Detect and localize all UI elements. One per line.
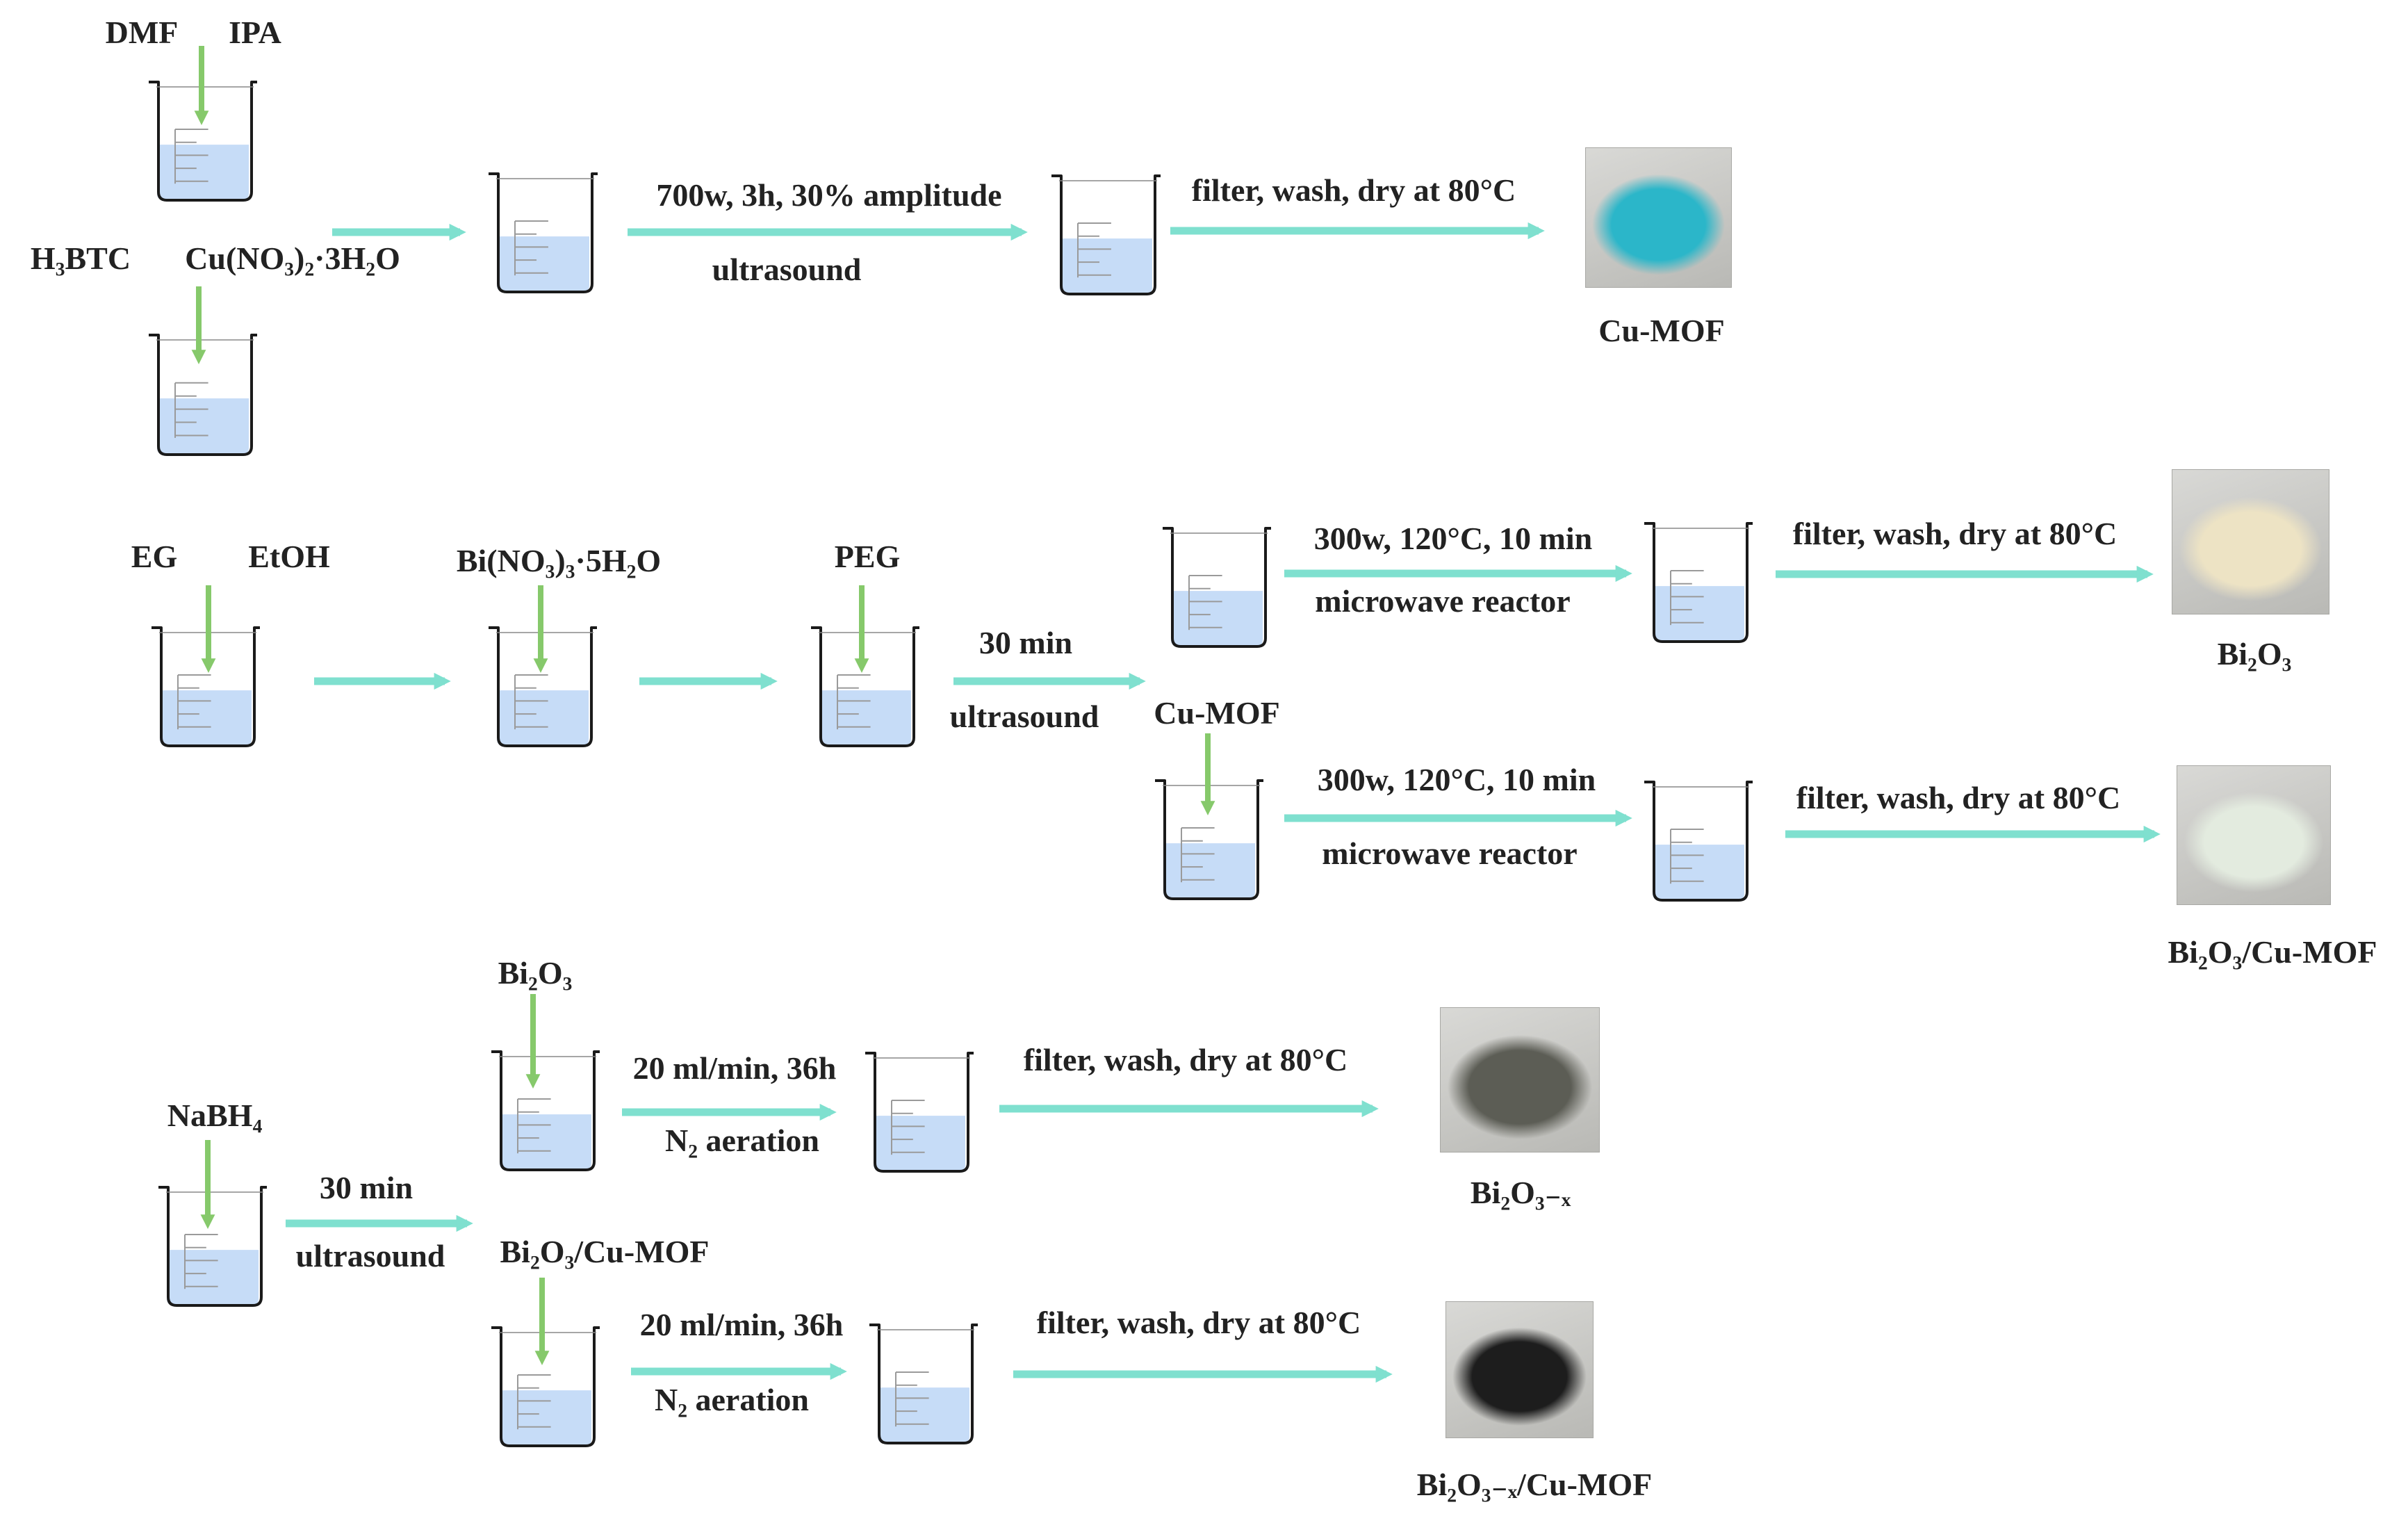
- beaker-liquid: [874, 1116, 965, 1171]
- label-row1-filter: filter, wash, dry at 80°C: [1191, 172, 1516, 208]
- beaker-h3btc-cu: [149, 334, 257, 456]
- label-ipa: IPA: [229, 15, 281, 50]
- label-row2b-filter: filter, wash, dry at 80°C: [1796, 780, 2121, 815]
- label-eg: EG: [131, 539, 178, 574]
- beaker-outline: [1163, 527, 1271, 648]
- beaker-row3b-end: [869, 1324, 978, 1444]
- beaker-row1-mix: [489, 172, 598, 293]
- beaker-outline: [1155, 779, 1263, 900]
- label-row2a-filter: filter, wash, dry at 80°C: [1792, 516, 2118, 551]
- beaker-row2b-start: [1155, 779, 1263, 900]
- label-row3b-filter: filter, wash, dry at 80°C: [1036, 1305, 1361, 1340]
- label-row2b-method: microwave reactor: [1322, 836, 1578, 871]
- beaker-outline: [489, 626, 597, 747]
- beaker-liquid: [1163, 843, 1255, 899]
- beaker-outline: [869, 1324, 978, 1444]
- label-row3a-condition: 20 ml/min, 36h: [632, 1050, 837, 1086]
- beaker-outline: [149, 334, 257, 456]
- beaker-dmf-ipa: [149, 81, 257, 202]
- beaker-liquid: [497, 236, 589, 292]
- beaker-row2a-end: [1644, 522, 1753, 643]
- label-cu-nitrate: Cu(NO₃)₂·3H₂O: [185, 241, 400, 276]
- bi2o3-powder-photo: [2172, 469, 2329, 614]
- beaker-outline: [491, 1050, 600, 1171]
- label-cu-mof-added: Cu-MOF: [1154, 695, 1280, 731]
- beaker-liquid: [1653, 845, 1744, 900]
- label-bi-nitrate: Bi(NO₃)₃·5H₂O: [456, 543, 662, 578]
- label-bi2o3-input: Bi₂O₃: [498, 955, 573, 991]
- label-row3b-condition: 20 ml/min, 36h: [639, 1307, 844, 1342]
- label-row3b-method: N₂ aeration: [654, 1382, 810, 1417]
- bi2o3-cumof-powder-photo: [2177, 765, 2331, 905]
- label-row2b-condition: 300w, 120°C, 10 min: [1317, 762, 1596, 797]
- beaker-liquid: [1653, 586, 1744, 642]
- label-bi2o3-cumof-input: Bi₂O₃/Cu-MOF: [500, 1234, 710, 1269]
- label-row1-method: ultrasound: [712, 252, 862, 287]
- beaker-liquid: [497, 690, 589, 746]
- beaker-outline: [1644, 781, 1753, 902]
- label-row3a-method: N₂ aeration: [664, 1123, 820, 1158]
- beaker-row2b-end: [1644, 781, 1753, 902]
- label-nabh4: NaBH₄: [167, 1098, 263, 1133]
- beaker-liquid: [1060, 238, 1152, 294]
- beaker-liquid: [878, 1387, 969, 1443]
- beaker-liquid: [160, 690, 252, 746]
- beaker-nabh4: [158, 1186, 267, 1307]
- beaker-outline: [1644, 522, 1753, 643]
- beaker-row2a-start: [1163, 527, 1271, 648]
- label-row1-condition: 700w, 3h, 30% amplitude: [656, 177, 1002, 213]
- label-bi2o3-cumof-product: Bi₂O₃/Cu-MOF: [2168, 934, 2377, 970]
- beaker-liquid: [167, 1250, 259, 1305]
- beaker-bi-nitrate: [489, 626, 597, 747]
- beaker-outline: [151, 626, 260, 747]
- label-row2-method: ultrasound: [949, 699, 1099, 734]
- beaker-liquid: [500, 1114, 591, 1170]
- beaker-row3b-start: [491, 1326, 600, 1447]
- beaker-liquid: [157, 398, 249, 455]
- label-h3btc: H₃BTC: [30, 241, 131, 276]
- label-bi2o3x-product: Bi₂O₃₋ₓ: [1470, 1175, 1571, 1210]
- label-row2a-method: microwave reactor: [1315, 583, 1571, 619]
- beaker-outline: [811, 626, 919, 747]
- beaker-outline: [489, 172, 598, 293]
- label-bi2o3x-cumof-product: Bi₂O₃₋ₓ/Cu-MOF: [1416, 1467, 1653, 1502]
- label-row2a-condition: 300w, 120°C, 10 min: [1313, 521, 1593, 556]
- label-cu-mof-product: Cu-MOF: [1598, 313, 1725, 348]
- beaker-outline: [1051, 174, 1161, 295]
- label-dmf: DMF: [105, 15, 179, 50]
- label-etoh: EtOH: [248, 539, 330, 574]
- label-row3-method: ultrasound: [295, 1238, 445, 1273]
- beaker-outline: [149, 81, 257, 202]
- beaker-row3a-start: [491, 1050, 600, 1171]
- beaker-liquid: [819, 690, 911, 746]
- beaker-outline: [491, 1326, 600, 1447]
- label-peg: PEG: [834, 539, 901, 574]
- beaker-row1-ultrasound: [1051, 174, 1161, 295]
- label-row3-time: 30 min: [319, 1170, 413, 1205]
- beaker-row3a-end: [865, 1052, 974, 1173]
- beaker-outline: [865, 1052, 974, 1173]
- beaker-liquid: [1171, 591, 1263, 646]
- label-row3a-filter: filter, wash, dry at 80°C: [1023, 1042, 1348, 1077]
- beaker-eg-etoh: [151, 626, 260, 747]
- bi2o3x-cumof-powder-photo: [1445, 1301, 1594, 1438]
- cu-mof-powder-photo: [1585, 147, 1732, 288]
- beaker-liquid: [500, 1390, 591, 1446]
- label-bi2o3-product: Bi₂O₃: [2217, 636, 2292, 671]
- beaker-liquid: [157, 145, 249, 200]
- beaker-outline: [158, 1186, 267, 1307]
- beaker-peg: [811, 626, 919, 747]
- bi2o3x-powder-photo: [1440, 1007, 1600, 1153]
- label-row2-time: 30 min: [978, 625, 1073, 660]
